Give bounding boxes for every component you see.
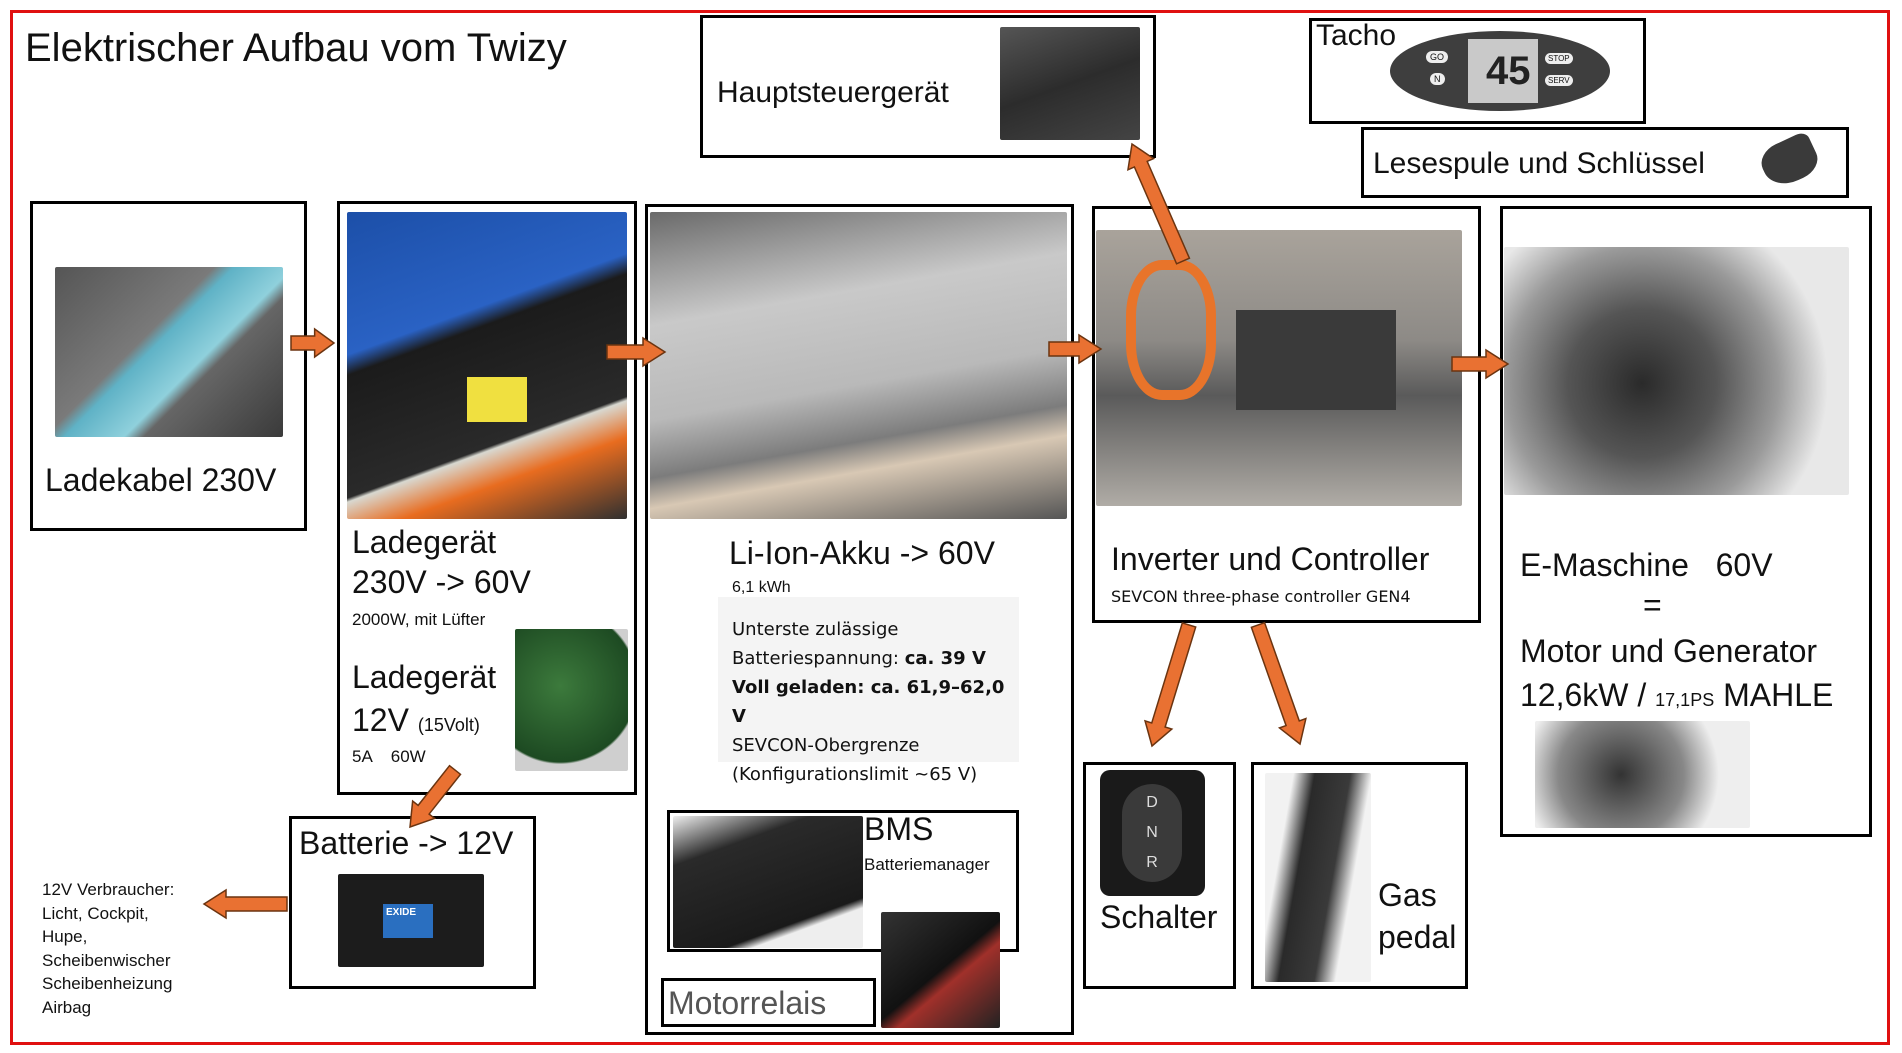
ladekabel-box: Ladekabel 230V <box>30 201 307 531</box>
gaspedal-label-1: Gas <box>1378 877 1437 913</box>
ladegeraet-box: Ladegerät 230V -> 60V 2000W, mit Lüfter … <box>337 201 637 795</box>
akku-capacity: 6,1 kWh <box>732 579 791 596</box>
neutral-button-icon: N <box>1430 73 1445 85</box>
verbraucher-item: Hupe, <box>42 927 88 946</box>
ladegeraet12-voltage: 12V <box>352 702 409 738</box>
stop-button-icon: STOP <box>1545 53 1573 64</box>
schalter-label: Schalter <box>1100 899 1218 935</box>
bms-photo <box>673 816 863 948</box>
serv-button-icon: SERV <box>1545 75 1573 86</box>
page-title: Elektrischer Aufbau vom Twizy <box>25 26 567 70</box>
bms-sub: Batteriemanager <box>864 855 990 874</box>
info-line: Unterste zulässige <box>732 619 899 640</box>
inverter-photo <box>1096 230 1462 506</box>
inverter-label: Inverter und Controller <box>1111 541 1430 577</box>
inverter-sub: SEVCON three-phase controller GEN4 <box>1111 587 1411 606</box>
info-line: (Konfigurationslimit ~65 V) <box>732 764 978 785</box>
verbraucher-item: Licht, Cockpit, <box>42 903 149 923</box>
verbraucher-item: Scheibenheizung <box>42 974 173 993</box>
bms-label: BMS <box>864 811 934 847</box>
akku-label: Li-Ion-Akku -> 60V <box>729 535 995 571</box>
inverter-box: Inverter und Controller SEVCON three-pha… <box>1092 206 1481 623</box>
emaschine-ps: 17,1PS <box>1655 690 1715 710</box>
charger-photo <box>347 212 627 519</box>
emaschine-power: 12,6kW / <box>1520 677 1656 713</box>
info-line: SEVCON-Obergrenze <box>732 735 920 756</box>
ladegeraet-voltage: 230V -> 60V <box>352 564 531 600</box>
emaschine-label: E-Maschine 60V <box>1520 547 1773 583</box>
gear-n: N <box>1146 824 1158 841</box>
key-icon <box>1755 130 1824 192</box>
gear-switch-photo: D N R <box>1100 770 1205 896</box>
verbraucher-item: 12V Verbraucher: <box>42 880 175 899</box>
lesespule-box: Lesespule und Schlüssel <box>1361 127 1849 198</box>
ladegeraet12-title: Ladegerät <box>352 659 497 695</box>
tacho-label: Tacho <box>1316 19 1397 52</box>
tacho-box: 45 GO N STOP SERV Tacho <box>1309 18 1646 124</box>
pcb-charger-photo <box>515 629 628 771</box>
verbraucher-list: 12V Verbraucher: Licht, Cockpit, Hupe, S… <box>42 878 174 1019</box>
verbraucher-item: Scheibenwischer <box>42 950 171 970</box>
motor-relay-photo <box>881 912 1000 1028</box>
emaschine-motor-generator: Motor und Generator <box>1520 633 1818 669</box>
emaschine-brand: MAHLE <box>1714 677 1834 713</box>
info-line: Batteriespannung: <box>732 648 905 669</box>
ladegeraet12-volt-note: (15Volt) <box>417 715 480 735</box>
equals-sign: = <box>1643 587 1662 623</box>
ladegeraet12-specs: 5A 60W <box>352 747 426 766</box>
mahle-motor-photo <box>1535 721 1750 828</box>
info-line-bold: ca. 39 V <box>904 648 986 669</box>
gaspedal-box: Gas pedal <box>1251 762 1468 989</box>
ladegeraet-specs: 2000W, mit Lüfter <box>352 610 486 629</box>
dashboard-display: 45 GO N STOP SERV <box>1390 31 1610 111</box>
hauptsteuer-label: Hauptsteuergerät <box>717 76 949 109</box>
gear-d: D <box>1146 794 1158 811</box>
battery-pack-photo <box>650 212 1067 519</box>
emaschine-box: E-Maschine 60V = Motor und Generator 12,… <box>1500 206 1872 837</box>
ladegeraet-title: Ladegerät <box>352 524 497 560</box>
verbraucher-item: Airbag <box>42 997 92 1017</box>
battery-12v-photo: EXIDE <box>338 874 484 967</box>
batterie-label: Batterie -> 12V <box>299 825 514 861</box>
diagram-frame <box>10 10 1890 1045</box>
go-button-icon: GO <box>1426 51 1449 63</box>
hauptsteuer-box: Hauptsteuergerät <box>700 15 1156 158</box>
motorrelais-box: Motorrelais <box>661 978 876 1027</box>
motorrelais-label: Motorrelais <box>668 985 827 1021</box>
akku-voltage-info: Unterste zulässige Batteriespannung: ca.… <box>718 597 1019 785</box>
gas-pedal-photo <box>1265 773 1371 982</box>
gaspedal-label-2: pedal <box>1378 919 1457 955</box>
gear-r: R <box>1146 854 1158 871</box>
warning-label-icon <box>467 377 527 422</box>
batterie-box: Batterie -> 12V EXIDE <box>289 816 536 989</box>
info-line-bold: Voll geladen: ca. 61,9–62,0 V <box>732 677 1005 727</box>
main-ecu-photo <box>1000 27 1140 140</box>
ladekabel-label: Ladekabel 230V <box>45 462 277 498</box>
speed-readout: 45 <box>1486 49 1531 93</box>
battery-brand-label: EXIDE <box>383 904 433 938</box>
charging-cable-photo <box>55 267 283 437</box>
schalter-box: D N R Schalter <box>1083 762 1236 989</box>
emotor-photo <box>1504 247 1849 495</box>
lesespule-label: Lesespule und Schlüssel <box>1373 147 1705 180</box>
